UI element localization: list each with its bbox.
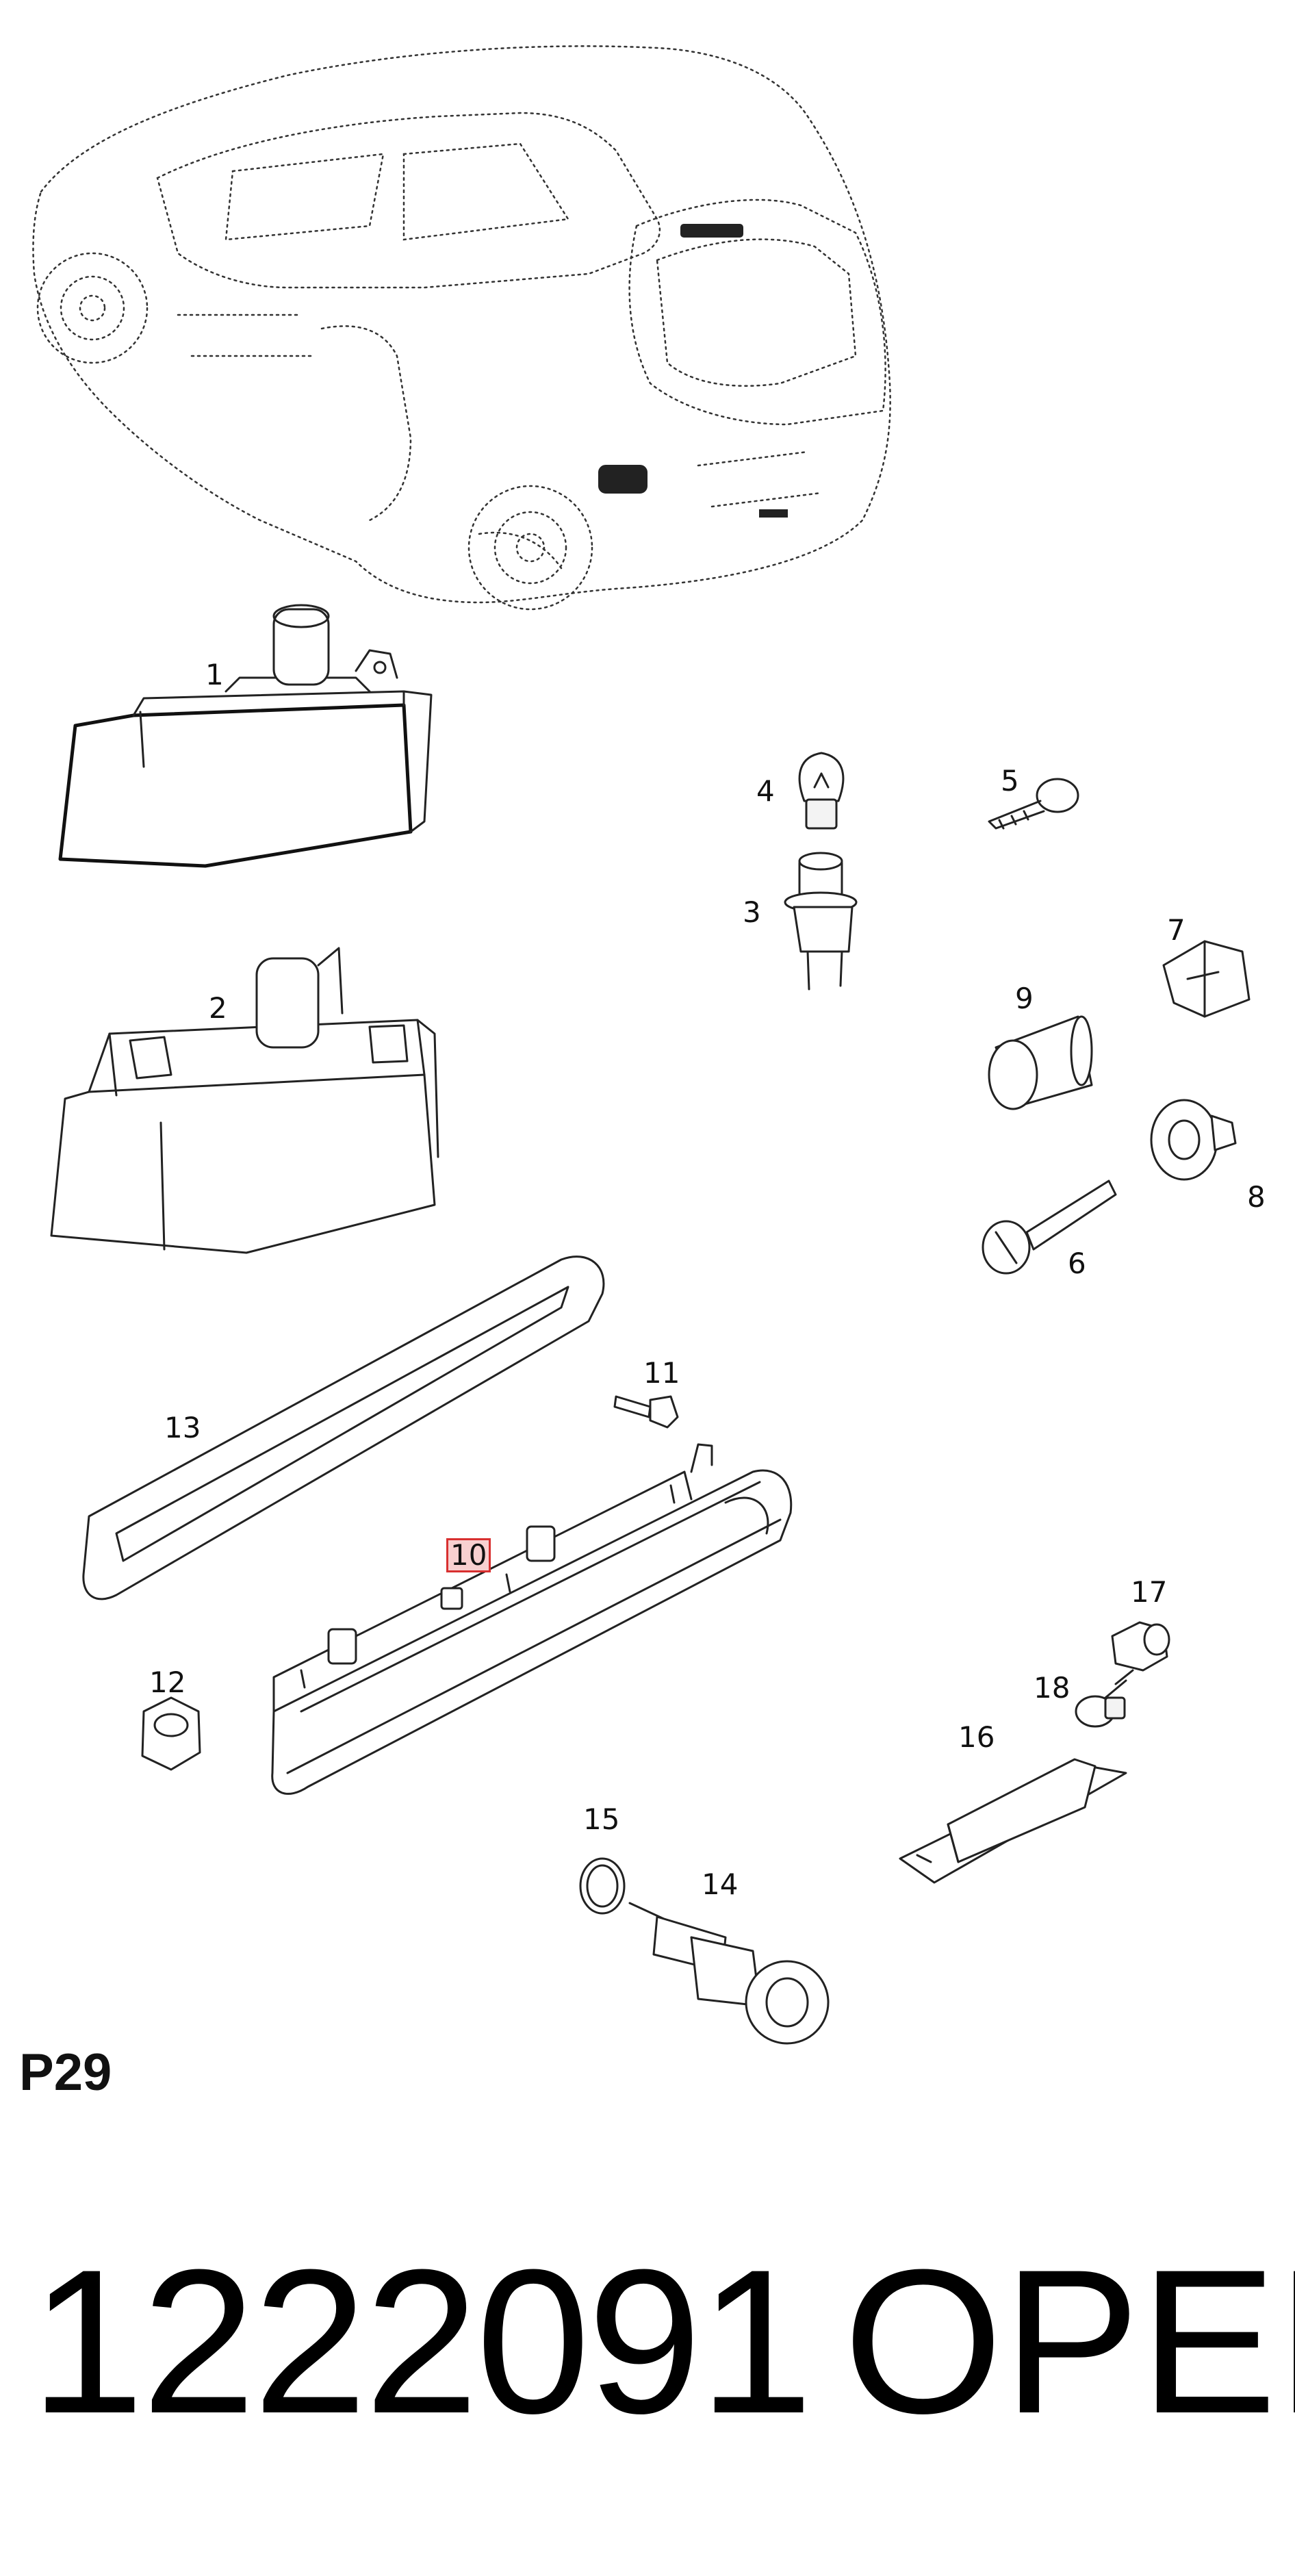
- callout-13: 13: [164, 1411, 201, 1444]
- callout-15: 15: [583, 1802, 620, 1836]
- callout-11: 11: [643, 1356, 680, 1390]
- part-7-clip: [1162, 940, 1251, 1018]
- part-number: 1222091: [30, 2226, 813, 2456]
- brand-name: OPEL: [843, 2226, 1295, 2456]
- part-8-grommet: [1150, 1099, 1237, 1181]
- part-15-seal-ring: [579, 1857, 626, 1915]
- sheet-code: P29: [19, 2043, 112, 2102]
- part-5-screw: [988, 778, 1079, 830]
- part-14-reverse-switch: [628, 1902, 830, 2045]
- callout-8: 8: [1247, 1180, 1266, 1214]
- callout-12: 12: [149, 1666, 186, 1699]
- callout-7: 7: [1167, 913, 1185, 947]
- part-16-plate-lamp: [899, 1758, 1127, 1884]
- part-3-bulb-holder: [784, 852, 858, 991]
- callout-10: 10: [446, 1538, 491, 1572]
- callout-16: 16: [958, 1720, 995, 1754]
- part-4-bulb: [798, 752, 845, 830]
- callout-4: 4: [756, 774, 775, 808]
- part-6-bolt: [982, 1179, 1117, 1275]
- callout-1: 1: [205, 658, 224, 691]
- part-9-grommet: [988, 1015, 1093, 1110]
- leader-lines: [1104, 1669, 1134, 1699]
- callout-14: 14: [702, 1867, 739, 1901]
- callout-17: 17: [1131, 1575, 1168, 1609]
- callout-18: 18: [1034, 1671, 1070, 1705]
- part-1-rear-lamp: [58, 604, 433, 868]
- callout-3: 3: [743, 895, 761, 929]
- callout-2: 2: [209, 991, 227, 1025]
- callout-6: 6: [1068, 1247, 1086, 1280]
- part-17-bulb-socket: [1111, 1621, 1170, 1672]
- callout-5: 5: [1001, 764, 1019, 798]
- part-13-lens-frame: [82, 1255, 605, 1601]
- part-12-nut: [141, 1696, 201, 1771]
- part-18-small-bulb: [1075, 1695, 1126, 1728]
- car-silhouette: [32, 45, 891, 611]
- part-11-bolt: [613, 1395, 679, 1429]
- part-10-brake-lamp: [271, 1443, 793, 1795]
- callout-9: 9: [1015, 982, 1034, 1015]
- part-2-rear-lamp: [50, 947, 439, 1254]
